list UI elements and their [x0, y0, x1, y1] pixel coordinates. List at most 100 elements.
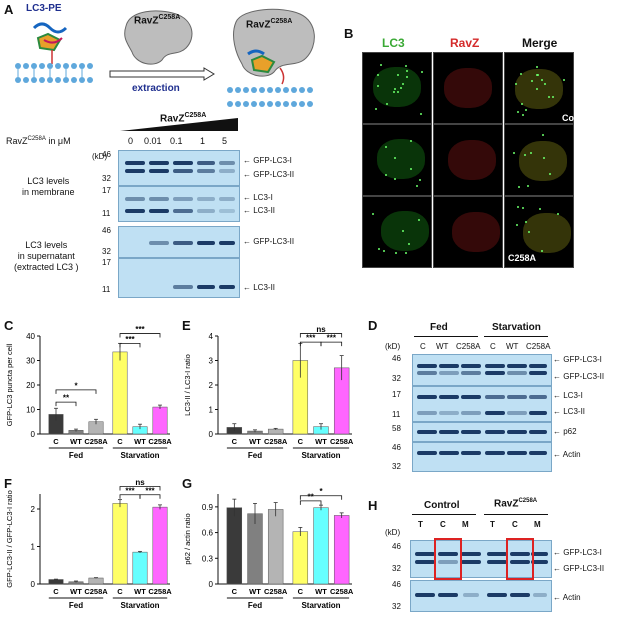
bar [313, 507, 329, 585]
category-label: C [53, 437, 59, 446]
category-label: C258A [148, 437, 172, 446]
d-lane-c258a1: C258A [456, 342, 481, 351]
band-label-lc3-ii-sup: ← LC3-II [243, 283, 276, 292]
cell-body [448, 140, 496, 180]
bar [333, 515, 350, 585]
category-label: WT [70, 587, 82, 596]
puncta-dot [415, 185, 418, 188]
puncta-dot [396, 91, 399, 94]
y-tick-label: 3 [209, 357, 214, 366]
y-tick-label: 20 [26, 381, 35, 390]
puncta-dot [394, 252, 397, 255]
d-label-gfp-lc3-i: ← GFP-LC3-I [553, 355, 602, 364]
category-label: WT [249, 587, 261, 596]
mw-d1-32: 32 [392, 374, 401, 383]
significance-bracket [55, 401, 77, 407]
significance-bracket [299, 500, 322, 505]
concentration-0: 0 [128, 136, 134, 146]
d-fed-underline [414, 336, 478, 337]
h-group-control: Control [424, 500, 460, 511]
bar [152, 506, 168, 585]
group-label: Starvation [120, 601, 159, 610]
cell-body [523, 213, 571, 253]
puncta-dot [524, 220, 527, 223]
group-label: Starvation [301, 451, 340, 460]
membrane-schematic-right [227, 8, 315, 107]
puncta-dot [513, 152, 516, 155]
blot-d-actin [412, 442, 552, 472]
y-tick-label: 0.6 [202, 529, 214, 538]
puncta-dot [541, 78, 544, 81]
bar [267, 509, 284, 585]
puncta-dot [385, 174, 388, 177]
mw-a3-46: 46 [102, 226, 111, 235]
mw-h1-46: 46 [392, 542, 401, 551]
puncta-dot [392, 90, 395, 93]
micro-label-control: Control [562, 113, 594, 123]
group-label: Fed [69, 601, 83, 610]
extraction-label: extraction [132, 83, 180, 94]
category-label: C [232, 437, 238, 446]
puncta-dot [377, 247, 380, 250]
puncta-dot [517, 206, 520, 209]
lc3pe-label: LC3-PE [26, 3, 62, 14]
concentration-5: 5 [222, 136, 228, 146]
gradient-triangle [120, 118, 238, 131]
category-label: C [298, 437, 304, 446]
cell-body [377, 139, 425, 179]
category-label: C [117, 437, 123, 446]
significance-label: * [74, 381, 78, 390]
puncta-dot [521, 114, 524, 117]
micrograph-1-0 [362, 124, 432, 196]
blot-a-supernatant-gfp [118, 226, 240, 258]
micrograph-2-2 [504, 196, 574, 268]
h-lane-m2: M [534, 520, 541, 529]
puncta-dot [529, 152, 532, 155]
micrograph-2-0 [362, 196, 432, 268]
d-lane-c1: C [420, 342, 426, 351]
bar [152, 406, 168, 435]
cell-body [444, 68, 492, 108]
band-label-gfp-lc3-ii-sup: ← GFP-LC3-II [243, 237, 295, 246]
h-kd: (kD) [385, 528, 401, 537]
d-group-starvation: Starvation [492, 322, 541, 333]
blot-h-actin [410, 580, 552, 612]
significance-bracket [119, 333, 161, 338]
significance-bracket [119, 486, 161, 491]
puncta-dot [400, 87, 403, 90]
puncta-dot [405, 76, 408, 79]
y-axis-label: GFP-LC3 puncta per cell [5, 343, 14, 426]
significance-label: *** [306, 334, 316, 343]
d-starv-underline [484, 336, 548, 337]
concentration-axis-label: RavZC258A in μM [6, 136, 71, 146]
significance-bracket [139, 494, 161, 499]
micro-header-merge: Merge [522, 36, 558, 50]
micrograph-0-2 [504, 52, 574, 124]
bar [132, 551, 148, 585]
significance-bracket [299, 495, 343, 500]
concentration-0-1: 0.1 [170, 136, 183, 146]
h-lane-t1: T [418, 520, 423, 529]
category-label: C258A [264, 587, 288, 596]
d-label-lc3-i: ← LC3-I [553, 391, 583, 400]
category-label: C258A [264, 437, 288, 446]
blot-d-p62 [412, 422, 552, 442]
significance-bracket [55, 389, 97, 394]
h-label-gfp-lc3-ii: ← GFP-LC3-II [553, 564, 605, 573]
puncta-dot [541, 134, 544, 137]
y-tick-label: 30 [26, 357, 35, 366]
cell-body [452, 212, 500, 252]
puncta-dot [420, 71, 423, 74]
h-highlight-box-control [434, 538, 462, 580]
y-tick-label: 0 [31, 430, 36, 439]
micrograph-0-1 [433, 52, 503, 124]
mw-a2-11: 11 [102, 209, 111, 218]
puncta-dot [552, 96, 555, 99]
puncta-dot [548, 172, 551, 175]
scale-bar-label: 10μm [578, 255, 596, 262]
d-lane-c2: C [490, 342, 496, 351]
